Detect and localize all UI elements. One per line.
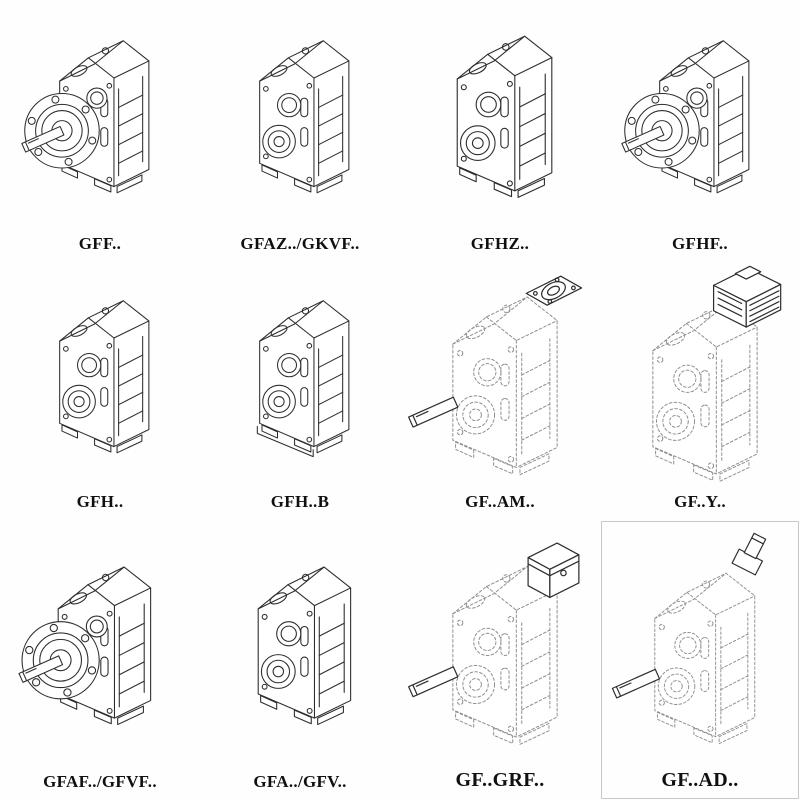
- product-cell: GFH..B: [200, 262, 400, 520]
- product-label: GF..Y..: [674, 492, 726, 511]
- gearbox-flange-output-drawing: [0, 0, 200, 234]
- product-label: GF..GRF..: [455, 769, 545, 791]
- product-label: GFH..B: [270, 492, 330, 511]
- product-cell: GFH..: [0, 262, 200, 520]
- product-cell: GF..AM..: [400, 262, 600, 520]
- gearbox-grf-adapter-drawing: [400, 520, 600, 769]
- product-label: GFAF../GFVF..: [43, 772, 157, 791]
- product-cell: GFAZ../GKVF..: [200, 0, 400, 262]
- gearbox-hollow-shaft-drawing: [200, 0, 400, 234]
- product-cell: GFHZ..: [400, 0, 600, 262]
- product-label: GFHF..: [672, 234, 728, 253]
- gearbox-motor-mounted-drawing: [600, 260, 800, 492]
- product-label: GFAZ../GKVF..: [240, 234, 360, 253]
- gearbox-flange-output-drawing: [0, 520, 200, 772]
- product-label: GF..AM..: [465, 492, 535, 511]
- gearbox-ad-input-shaft-drawing: [600, 520, 800, 769]
- product-cell: GFHF..: [600, 0, 800, 262]
- product-cell: GF..AD..: [600, 520, 800, 800]
- product-label: GFA../GFV..: [253, 772, 347, 791]
- product-cell: GF..GRF..: [400, 520, 600, 800]
- gearbox-iec-adapter-drawing: [400, 262, 600, 492]
- gearbox-hollow-shaft-drawing: [200, 520, 400, 772]
- gearbox-flange-hollow-drawing: [600, 0, 800, 234]
- product-label: GFHZ..: [470, 234, 530, 253]
- product-cell: GFAF../GFVF..: [0, 520, 200, 800]
- gearbox-hollow-shaft-drawing: [400, 0, 600, 234]
- product-label: GF..AD..: [661, 769, 739, 791]
- product-cell: GF..Y..: [600, 262, 800, 520]
- gearbox-hollow-shaft-drawing: [0, 262, 200, 492]
- product-label: GFH..: [76, 492, 124, 511]
- product-label: GFF..: [78, 234, 122, 253]
- product-cell: GFF..: [0, 0, 200, 262]
- product-cell: GFA../GFV..: [200, 520, 400, 800]
- gearbox-hollow-shaft-foot-drawing: [200, 262, 400, 492]
